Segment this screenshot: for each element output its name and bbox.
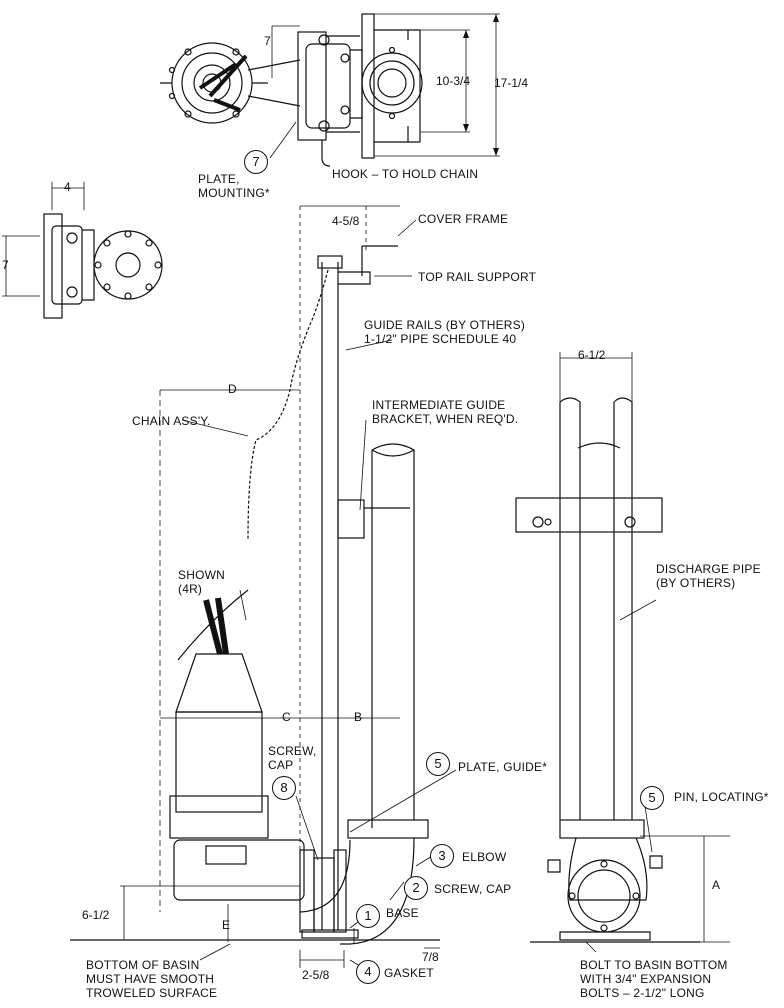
callout-cover-frame: COVER FRAME [418,212,509,226]
top-plan-view [160,13,500,167]
item-bubble-1: 1 [356,904,380,928]
dim-top-7: 7 [264,34,271,48]
callout-screw-cap: SCREW, CAP [434,882,512,896]
dim-base-2-5-8: 2-5/8 [302,968,330,982]
dim-e: E [222,918,231,932]
item-bubble-5-pin: 5 [640,786,664,810]
dim-height-6-1-2: 6-1/2 [82,908,110,922]
item-bubble-7: 7 [244,150,268,174]
callout-basin-note: BOTTOM OF BASIN MUST HAVE SMOOTH TROWELE… [86,958,218,1000]
dim-small-4: 4 [64,180,71,194]
dim-rail-4-5-8: 4-5/8 [332,214,360,228]
small-plan-view [2,182,163,319]
item-bubble-3: 3 [430,844,454,868]
callout-bolt-note: BOLT TO BASIN BOTTOM WITH 3/4" EXPANSION… [580,958,728,1000]
callout-top-rail-support: TOP RAIL SUPPORT [418,270,537,284]
callout-discharge-pipe: DISCHARGE PIPE (BY OTHERS) [656,562,761,590]
callout-shown: SHOWN (4R) [178,568,225,596]
callout-chain: CHAIN ASS'Y. [132,414,211,428]
callout-plate-mounting: PLATE, MOUNTING* [198,172,270,200]
callout-plate-guide: PLATE, GUIDE* [458,760,548,774]
dim-d: D [228,382,237,396]
dim-small-7: 7 [2,258,9,272]
item-bubble-5-guide: 5 [426,752,450,776]
dim-a: A [712,878,721,892]
dim-base-7-8: 7/8 [422,950,439,964]
dim-c: C [282,710,291,724]
callout-intermediate-bracket: INTERMEDIATE GUIDE BRACKET, WHEN REQ'D. [372,398,519,426]
right-elevation [515,352,730,943]
callout-base: BASE [386,906,419,920]
callout-elbow: ELBOW [462,850,507,864]
dim-top-17-1-4: 17-1/4 [494,76,529,90]
item-bubble-2: 2 [404,876,428,900]
item-bubble-4: 4 [356,960,380,984]
callout-gasket: GASKET [384,966,434,980]
callout-screw-cap-top: SCREW, CAP [268,744,317,772]
callout-guide-rails: GUIDE RAILS (BY OTHERS) 1-1/2" PIPE SCHE… [364,318,526,346]
dim-rails-6-1-2: 6-1/2 [578,348,606,362]
item-bubble-8: 8 [272,776,296,800]
main-elevation [70,205,440,968]
dim-b: B [354,710,363,724]
dim-top-10-3-4: 10-3/4 [436,74,471,88]
callout-hook: HOOK – TO HOLD CHAIN [332,167,479,181]
callout-pin-locating: PIN, LOCATING* [674,790,769,804]
